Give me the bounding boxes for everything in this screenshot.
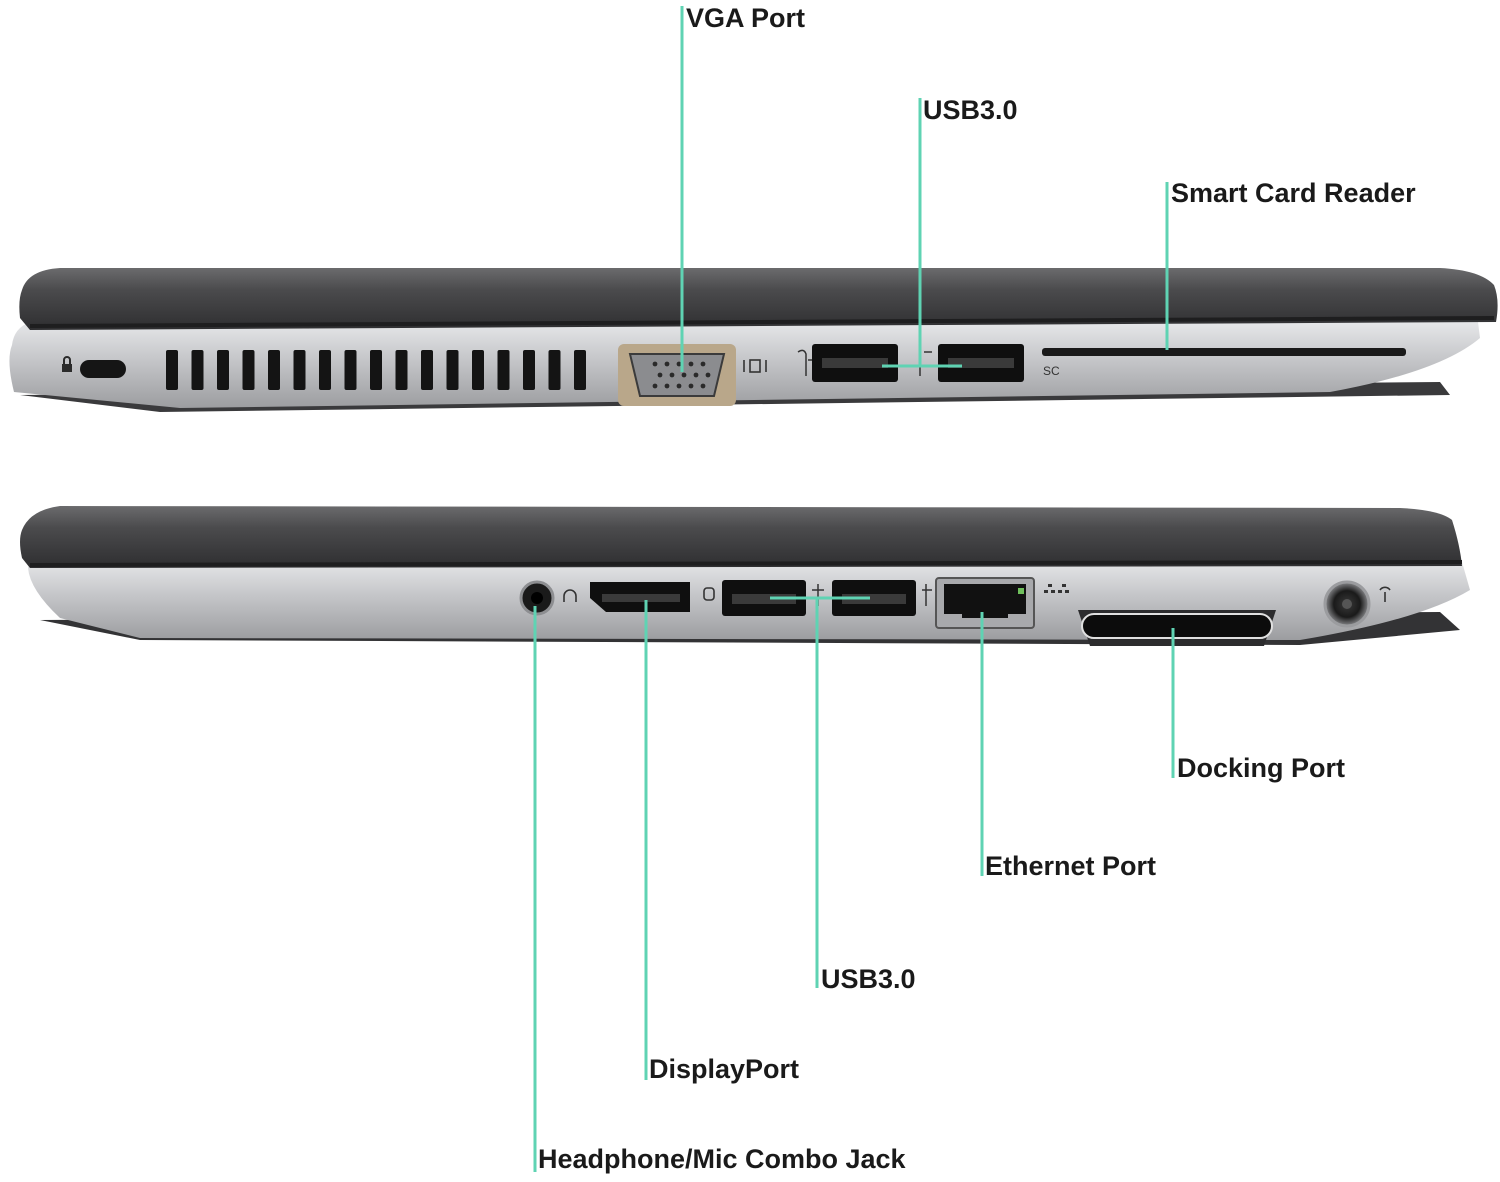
smart-card-slot	[1042, 348, 1406, 356]
usb-port-1	[812, 344, 898, 382]
vent-slot	[319, 350, 331, 390]
headphone-icon	[563, 589, 577, 602]
vga-pin	[664, 383, 670, 389]
smart-card-reader-label: Smart Card Reader	[1171, 178, 1416, 208]
vga-pin	[700, 361, 706, 367]
vga-pin	[676, 383, 682, 389]
displayport-icon	[703, 587, 715, 601]
vga-pin	[681, 372, 687, 378]
vent-slot	[293, 350, 306, 390]
laptop-lid	[20, 506, 1462, 568]
vent-slot	[548, 350, 561, 390]
vga-pin	[700, 383, 706, 389]
cooling-vent	[166, 350, 586, 390]
power-jack-pin	[1342, 599, 1352, 609]
vga-port	[618, 344, 736, 406]
callout-lines	[533, 6, 1175, 1172]
vent-slot	[242, 350, 255, 390]
headphone-mic-jack-label: Headphone/Mic Combo Jack	[538, 1144, 906, 1174]
vent-slot	[472, 350, 484, 390]
docking-port	[1078, 610, 1276, 646]
vent-slot	[344, 350, 357, 390]
vent-slot	[574, 350, 586, 390]
monitor-icon	[743, 359, 767, 373]
laptop-lid	[19, 268, 1498, 330]
vent-slot	[421, 350, 433, 390]
lock-icon	[62, 356, 72, 372]
vga-pin	[676, 361, 682, 367]
power-plug-icon	[1379, 586, 1391, 602]
vga-pin	[664, 361, 670, 367]
vent-slot	[523, 350, 535, 390]
vga-pin	[652, 383, 658, 389]
network-icon	[1044, 584, 1069, 593]
vga-pin	[688, 361, 694, 367]
vent-slot	[370, 350, 382, 390]
vga-pin	[669, 372, 675, 378]
usb-port-label-bottom: USB3.0	[821, 964, 916, 994]
lid-seam	[29, 560, 1463, 567]
vent-slot	[395, 350, 408, 390]
vga-port-label: VGA Port	[686, 3, 806, 33]
vent-slot	[497, 350, 510, 390]
vent-slot	[217, 350, 229, 390]
usb-port-4	[832, 580, 916, 616]
vent-slot	[446, 350, 459, 390]
vga-pin	[688, 383, 694, 389]
laptop-left-side-view: SC	[9, 268, 1498, 412]
displayport-port	[590, 582, 690, 612]
usb-port-3	[722, 580, 806, 616]
ethernet-port	[935, 577, 1035, 629]
vent-slot	[191, 350, 204, 390]
docking-port-label: Docking Port	[1177, 753, 1346, 783]
security-lock-slot	[80, 360, 126, 378]
usb-port-label-top: USB3.0	[923, 95, 1018, 125]
vga-pin	[705, 372, 711, 378]
laptop-right-side-view	[20, 506, 1470, 646]
lid-seam	[29, 316, 1495, 328]
vga-pin	[652, 361, 658, 367]
vga-pin	[693, 372, 699, 378]
ethernet-port-label: Ethernet Port	[985, 851, 1157, 881]
smart-card-mark: SC	[1043, 364, 1060, 378]
displayport-label: DisplayPort	[649, 1054, 800, 1084]
vent-slot	[166, 350, 178, 390]
vent-slot	[268, 350, 280, 390]
vga-pin	[657, 372, 663, 378]
usb-port-2	[938, 344, 1024, 382]
headphone-jack-hole	[531, 592, 543, 604]
usb-superspeed-icon	[922, 584, 932, 606]
